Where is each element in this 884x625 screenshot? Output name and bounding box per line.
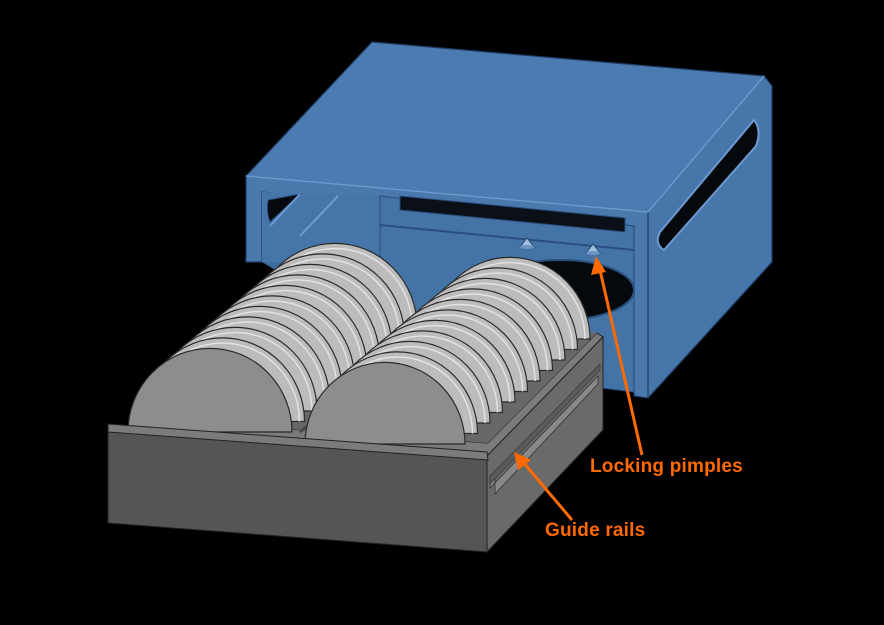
locking-pimple-left bbox=[519, 237, 535, 249]
locking-pimples-label: Locking pimples bbox=[590, 456, 743, 477]
wafer bbox=[127, 347, 293, 433]
wafer-row-right bbox=[304, 256, 591, 445]
guide-rails-arrow bbox=[514, 452, 574, 521]
rear-slot bbox=[399, 195, 626, 233]
locking-pimples-arrow bbox=[591, 256, 644, 456]
wafer-row-left bbox=[127, 242, 418, 433]
wafer bbox=[304, 361, 466, 445]
locking-pimple-right bbox=[585, 243, 601, 255]
left-handle-slot bbox=[266, 193, 302, 223]
guide-rails-label: Guide rails bbox=[545, 520, 646, 541]
right-handle-slot bbox=[656, 118, 760, 252]
